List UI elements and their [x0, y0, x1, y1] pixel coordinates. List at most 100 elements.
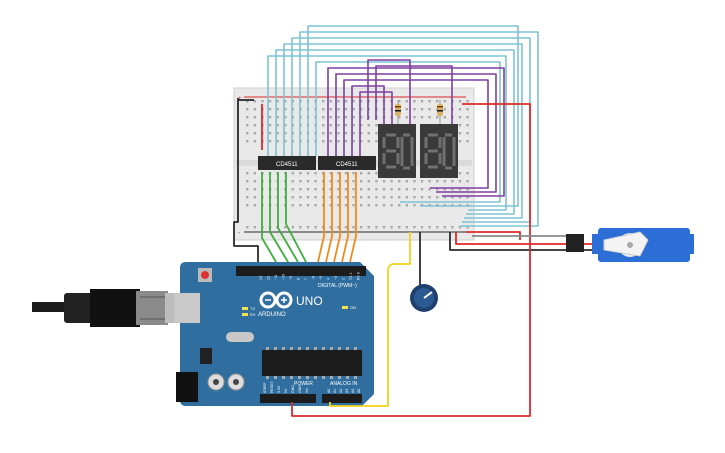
breadboard-hole: [413, 204, 416, 207]
digital-header: [236, 266, 366, 276]
power-pin-label: GND: [291, 385, 295, 393]
breadboard-hole: [276, 100, 279, 103]
breadboard-hole: [284, 140, 287, 143]
analog-pin-label: A5: [357, 389, 361, 393]
breadboard-hole: [268, 140, 272, 143]
breadboard-hole: [246, 100, 249, 103]
breadboard-hole: [375, 180, 378, 183]
breadboard-hole: [420, 108, 424, 111]
breadboard-hole: [428, 188, 431, 191]
breadboard-hole: [413, 196, 416, 199]
breadboard-hole: [451, 196, 454, 199]
breadboard-hole: [466, 140, 469, 143]
breadboard-hole: [458, 180, 462, 183]
breadboard-hole: [466, 226, 469, 229]
breadboard-hole: [443, 226, 446, 229]
breadboard-hole: [398, 188, 401, 191]
breadboard-hole: [246, 116, 249, 119]
breadboard-hole: [314, 188, 317, 191]
breadboard-hole: [390, 196, 393, 199]
breadboard-hole: [352, 188, 355, 191]
breadboard-hole: [352, 172, 355, 175]
breadboard-hole: [458, 108, 462, 111]
breadboard-hole: [398, 180, 401, 183]
breadboard-hole: [375, 132, 378, 135]
breadboard-hole: [466, 196, 469, 199]
red-wires: [261, 103, 596, 417]
breadboard-hole: [246, 180, 249, 183]
breadboard-hole: [291, 204, 294, 207]
breadboard-hole: [276, 116, 279, 119]
breadboard-hole: [291, 172, 294, 175]
breadboard-hole: [428, 180, 431, 183]
breadboard-hole: [246, 196, 249, 199]
digital-pin-label: RX 0: [357, 272, 361, 280]
breadboard-hole: [246, 204, 249, 207]
power-header: [260, 394, 316, 403]
breadboard-hole: [458, 116, 462, 119]
breadboard-hole: [375, 124, 378, 127]
breadboard-hole: [329, 124, 332, 127]
tx-text: TX: [250, 306, 255, 311]
cd4511-chip-1: CD4511: [258, 156, 316, 170]
breadboard-hole: [352, 132, 355, 135]
breadboard-hole: [299, 226, 302, 229]
breadboard-hole: [284, 132, 287, 135]
breadboard-hole: [466, 188, 469, 191]
breadboard-hole: [458, 172, 462, 175]
breadboard-hole: [360, 226, 363, 229]
breadboard-hole: [329, 116, 332, 119]
breadboard-hole: [246, 124, 249, 127]
breadboard-hole: [382, 226, 386, 229]
breadboard-hole: [344, 172, 348, 175]
breadboard-hole: [375, 188, 378, 191]
breadboard-hole: [299, 188, 302, 191]
breadboard-hole: [337, 132, 340, 135]
breadboard-hole: [299, 172, 302, 175]
breadboard-hole: [253, 132, 256, 135]
arduino-logo: [259, 291, 293, 309]
potentiometer[interactable]: [410, 284, 438, 312]
breadboard-hole: [337, 140, 340, 143]
breadboard-hole: [284, 108, 287, 111]
digital-pin-label: 4: [327, 278, 331, 280]
breadboard-hole: [466, 180, 469, 183]
breadboard-hole: [337, 204, 340, 207]
rail-plus-label: +: [238, 96, 242, 102]
breadboard-hole: [360, 180, 363, 183]
digital-pin-label: TX 1: [349, 273, 353, 280]
breadboard-hole: [398, 196, 401, 199]
breadboard-hole: [344, 124, 348, 127]
breadboard-hole: [413, 180, 416, 183]
breadboard-hole: [360, 196, 363, 199]
power-pin-label: IOREF: [263, 382, 267, 393]
digital-label: DIGITAL (PWM~): [318, 283, 357, 289]
breadboard-hole: [420, 180, 424, 183]
breadboard-hole: [428, 108, 431, 111]
analog-pin-label: A1: [333, 389, 337, 393]
digital-pin-label: ~6: [312, 276, 316, 280]
power-pin-label: 5V: [284, 388, 288, 393]
breadboard-hole: [360, 116, 363, 119]
breadboard-hole: [352, 100, 355, 103]
breadboard-hole: [405, 188, 408, 191]
servo-connector: [566, 234, 584, 252]
analog-label: ANALOG IN: [330, 381, 358, 387]
breadboard-hole: [405, 116, 408, 119]
breadboard-hole: [398, 100, 401, 103]
breadboard-hole: [352, 140, 355, 143]
svg-text:CD4511: CD4511: [336, 162, 358, 168]
analog-header: [322, 394, 362, 403]
breadboard-hole: [337, 100, 340, 103]
breadboard-hole: [337, 116, 340, 119]
breadboard-hole: [458, 100, 462, 103]
breadboard-hole: [291, 226, 294, 229]
breadboard-hole: [352, 180, 355, 183]
breadboard-hole: [360, 140, 363, 143]
breadboard-hole: [352, 124, 355, 127]
breadboard-hole: [436, 116, 439, 119]
breadboard-hole: [306, 226, 310, 229]
breadboard-hole: [322, 140, 325, 143]
breadboard-hole: [253, 196, 256, 199]
